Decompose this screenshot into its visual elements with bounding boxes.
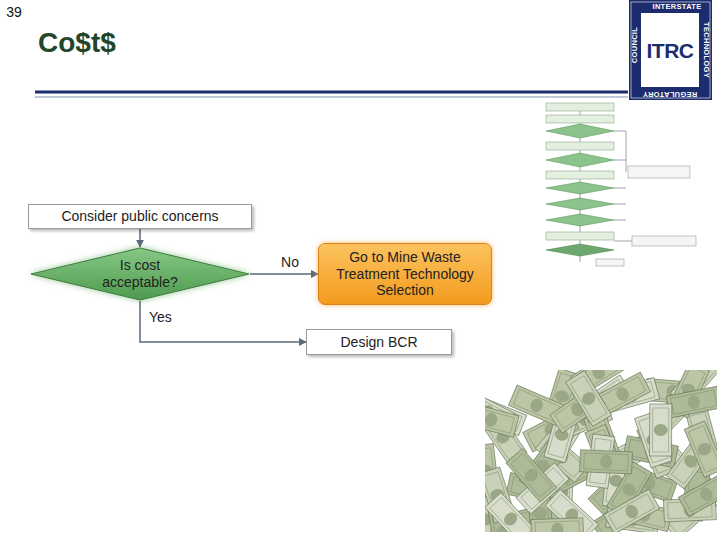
- money-photo: [511, 453, 552, 497]
- node-text: Is cost acceptable?: [92, 257, 188, 291]
- money-photo: [650, 404, 672, 456]
- money-photo: [580, 450, 633, 474]
- decision-diamond: Is cost acceptable?: [30, 247, 250, 301]
- money-photo: [528, 397, 545, 415]
- flowchart-thumbnail: [632, 236, 696, 246]
- money-photo: [654, 424, 668, 436]
- node-text: Go to Mine Waste Treatment Technology Se…: [327, 249, 483, 299]
- flow-connector: [140, 301, 306, 342]
- money-photo: [604, 489, 660, 532]
- flowchart-thumbnail: [614, 188, 626, 189]
- money-photo: [522, 466, 540, 484]
- money-photo: [531, 518, 584, 532]
- process-box: Design BCR: [306, 329, 452, 355]
- money-photo: [566, 371, 612, 427]
- money-photo: [506, 448, 557, 502]
- money-photo: [566, 371, 612, 427]
- logo-frame: [629, 0, 712, 100]
- title-rule: [35, 92, 628, 97]
- flowchart-thumbnail: [546, 124, 614, 138]
- flowchart-thumbnail: [614, 160, 626, 161]
- flow-connector: [139, 229, 141, 248]
- flowchart-thumbnail: [546, 171, 614, 179]
- flowchart-thumbnail: [546, 153, 614, 167]
- money-photo: [604, 489, 660, 532]
- flowchart-thumbnail: [546, 244, 614, 256]
- money-photo: [689, 426, 717, 473]
- flowchart-thumbnail: [546, 232, 614, 240]
- money-photo: [590, 370, 608, 382]
- flowchart-thumbnail: [614, 220, 626, 221]
- logo-frame: [641, 13, 699, 87]
- money-photo: [653, 408, 669, 452]
- flowchart-thumbnail: [626, 131, 627, 172]
- money-photo: [485, 370, 717, 532]
- money-photo: [580, 390, 598, 408]
- flowchart-thumbnail: [546, 115, 614, 123]
- money-photo: [666, 386, 717, 418]
- money-photo: [535, 521, 580, 532]
- money-photo: [531, 518, 584, 532]
- logo-ring-text: INTERSTATE: [653, 3, 702, 11]
- money-photo: [485, 406, 514, 433]
- flowchart-thumbnail: [546, 142, 614, 150]
- flowchart-thumbnail: [614, 131, 626, 132]
- money-photo: [584, 453, 629, 471]
- node-text: Consider public concerns: [61, 208, 218, 225]
- flowchart-thumbnail: [596, 259, 624, 266]
- money-photo: [650, 404, 672, 456]
- money-photo: [614, 385, 631, 403]
- money-photo: [620, 481, 638, 498]
- flowchart-thumbnail: [546, 103, 696, 266]
- money-photo: [485, 402, 519, 437]
- money-photo: [666, 386, 717, 418]
- title-rule: [35, 91, 628, 94]
- terminal-box: Go to Mine Waste Treatment Technology Se…: [318, 243, 492, 305]
- logo-frame: [629, 0, 712, 100]
- flowchart-thumbnail: [628, 166, 690, 178]
- money-photo: [551, 522, 564, 532]
- money-photo: [687, 394, 702, 410]
- money-photo: [570, 376, 607, 422]
- money-photo: [609, 494, 655, 530]
- node-text: Design BCR: [340, 334, 417, 351]
- flowchart-thumbnail: [546, 103, 614, 111]
- logo-frame: [631, 2, 710, 98]
- edge-label: No: [279, 254, 301, 271]
- flowchart-thumbnail: [546, 182, 614, 194]
- process-box: Consider public concerns: [28, 204, 252, 229]
- money-photo: [684, 421, 717, 477]
- logo-ring-text: REGULATORY: [643, 90, 698, 98]
- slide-title: Co$t$: [38, 27, 116, 59]
- flowchart-thumbnail: [614, 204, 626, 205]
- money-photo: [671, 390, 717, 414]
- money-photo: [696, 441, 714, 457]
- logo-ring-text: TECHNOLOGY: [702, 22, 710, 78]
- money-photo: [684, 421, 717, 477]
- page-number: 39: [6, 5, 22, 19]
- money-photo: [600, 455, 613, 469]
- money-photo: [501, 510, 519, 528]
- decision-diamond: [31, 248, 249, 300]
- title-rule: [35, 97, 628, 98]
- money-photo: [623, 503, 640, 521]
- money-photo: [485, 411, 499, 428]
- money-photo: [485, 402, 519, 437]
- flowchart-thumbnail: [546, 198, 614, 210]
- flow-connector: [250, 273, 318, 275]
- money-photo: [698, 485, 715, 503]
- money-photo: [506, 448, 557, 502]
- flowchart-thumbnail: [546, 214, 614, 226]
- logo-ring-text: COUNCIL: [631, 27, 639, 63]
- money-photo: [580, 450, 633, 474]
- flowchart-thumbnail: [614, 241, 632, 242]
- edge-label: Yes: [147, 309, 174, 326]
- logo-mark: ITRC: [647, 40, 694, 61]
